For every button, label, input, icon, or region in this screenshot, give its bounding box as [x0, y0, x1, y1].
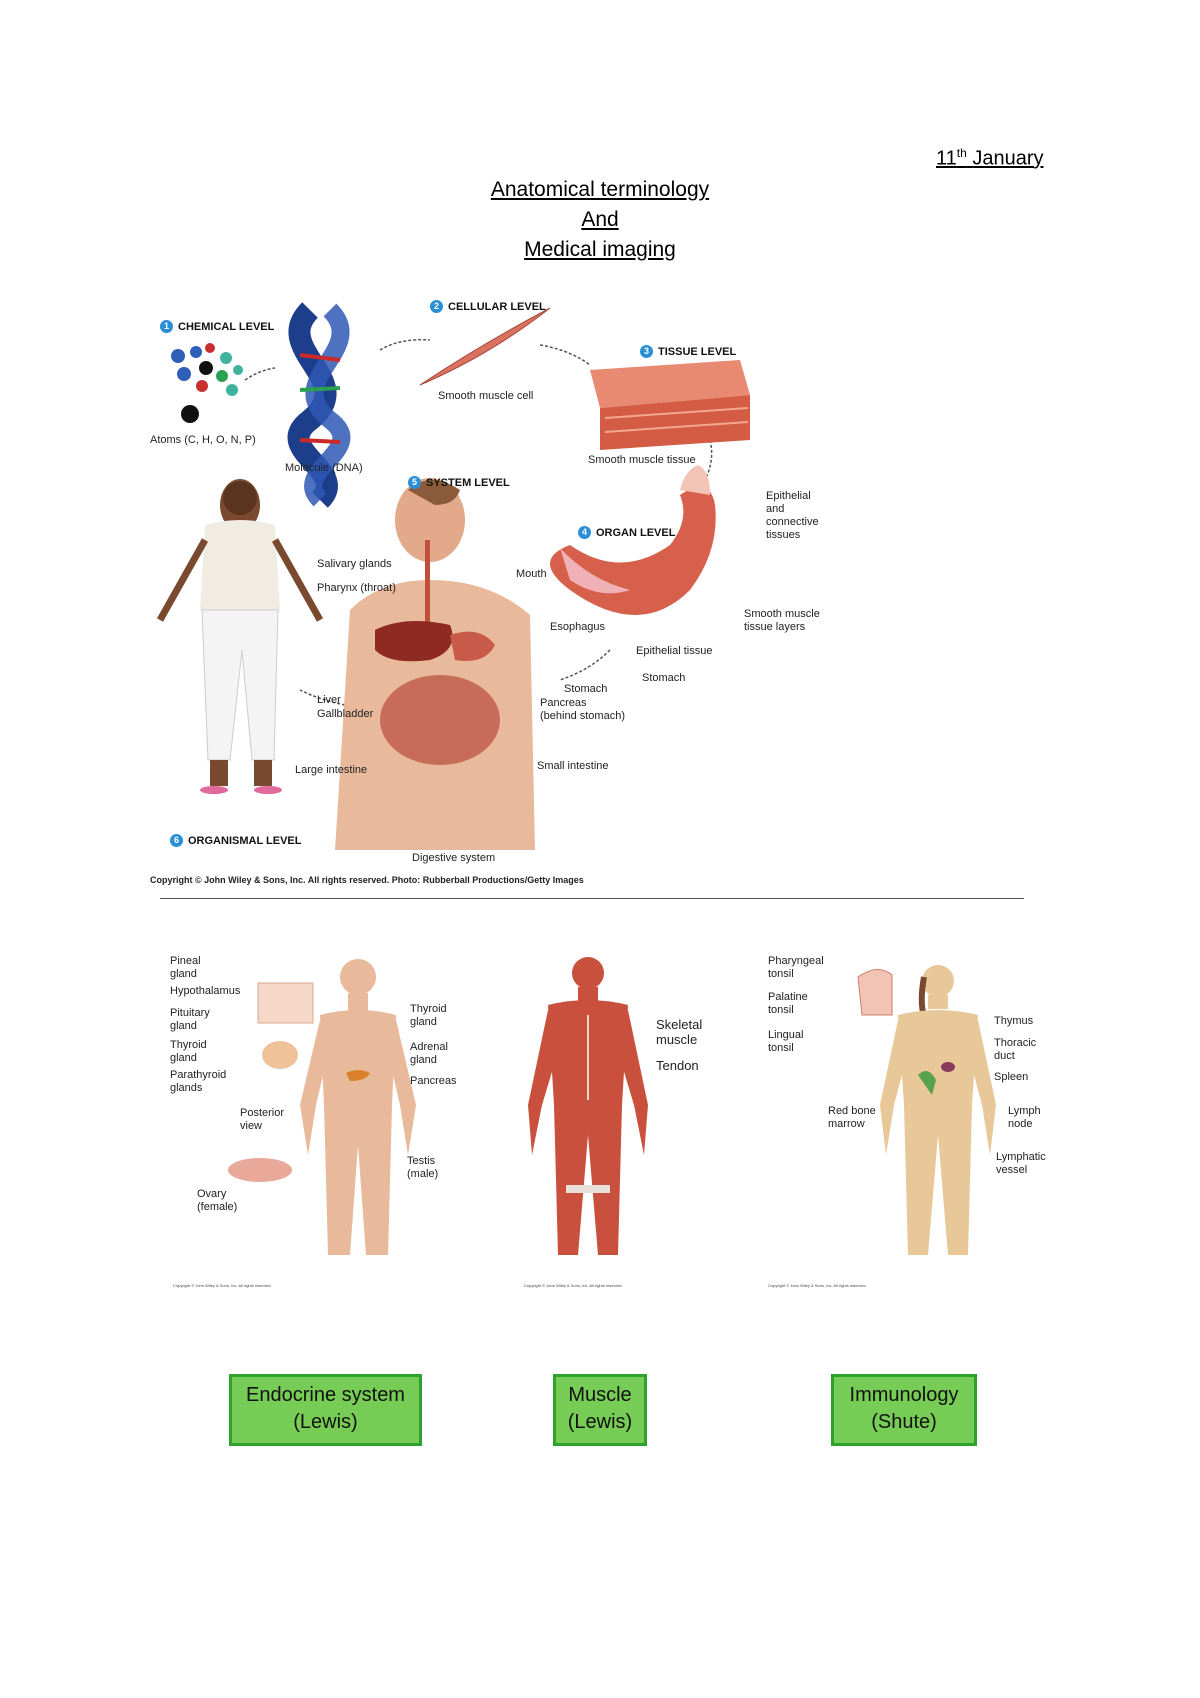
pharynx-label: Pharynx (throat) — [317, 582, 396, 594]
endocrine-button-line2: (Lewis) — [293, 1411, 358, 1433]
large-intestine-label: Large intestine — [295, 764, 368, 776]
section-divider — [160, 898, 1024, 899]
pancreas-label: Pancreas (behind stomach) — [540, 697, 625, 722]
page-title-line-2: And — [581, 208, 619, 231]
small-intestine-label: Small intestine — [537, 760, 609, 772]
date-day: 11 — [936, 147, 957, 170]
lymph-copyright: Copyright © John Wiley & Sons, Inc. All … — [768, 1283, 867, 1288]
epithelial-connective-label: Epithelial and connective tissues — [766, 490, 819, 541]
levels-copyright: Copyright © John Wiley & Sons, Inc. All … — [150, 875, 584, 885]
epithelial-tissue-label: Epithelial tissue — [636, 645, 713, 657]
gallbladder-label: Gallbladder — [317, 708, 374, 720]
endocrine-illustration — [228, 959, 416, 1255]
digestive-system-illustration — [335, 478, 535, 850]
muscle-copyright: Copyright © John Wiley & Sons, Inc. All … — [524, 1283, 623, 1288]
muscle-button-line2: (Lewis) — [567, 1411, 633, 1433]
organismal-girl-illustration — [156, 479, 324, 794]
liver-label: Liver — [317, 694, 341, 706]
thymus-label: Thymus — [994, 1015, 1034, 1027]
smooth-muscle-tissue-illustration — [590, 360, 750, 450]
smooth-muscle-tissue-label: Smooth muscle tissue — [588, 454, 696, 466]
page-title-line-3: Medical imaging — [524, 238, 676, 261]
levels-illustration — [156, 302, 750, 850]
stomach-organ-label: Stomach — [642, 672, 686, 684]
molecule-label: Molecule (DNA) — [285, 462, 363, 474]
endocrine-copyright: Copyright © John Wiley & Sons, Inc. All … — [173, 1283, 272, 1288]
esophagus-label: Esophagus — [550, 621, 606, 633]
atoms-illustration — [171, 343, 243, 423]
smooth-muscle-cell-label: Smooth muscle cell — [438, 390, 534, 402]
stomach-illustration — [550, 465, 716, 615]
salivary-glands-label: Salivary glands — [317, 558, 392, 570]
date-suffix: th — [956, 146, 967, 160]
smooth-muscle-layers-label: Smooth muscle tissue layers — [744, 608, 820, 633]
lymphatic-illustration — [857, 965, 996, 1255]
tendon-label: Tendon — [656, 1058, 699, 1073]
testis-label: Testis(male) — [407, 1155, 439, 1180]
stomach-label: Stomach — [564, 683, 608, 695]
muscle-button-line1: Muscle — [568, 1384, 632, 1406]
spleen-label: Spleen — [994, 1071, 1029, 1083]
digestive-system-label: Digestive system — [412, 852, 496, 864]
muscle-illustration — [528, 957, 648, 1255]
immunology-button-line1: Immunology — [849, 1384, 959, 1406]
immunology-button-line2: (Shute) — [871, 1411, 937, 1433]
ovary-label: Ovary(female) — [197, 1188, 238, 1213]
hypothalamus-label: Hypothalamus — [170, 985, 241, 997]
endocrine-system-button[interactable]: Endocrine system (Lewis) — [229, 1374, 422, 1446]
mouth-label: Mouth — [516, 568, 547, 580]
immunology-button[interactable]: Immunology (Shute) — [831, 1374, 977, 1446]
endocrine-button-line1: Endocrine system — [246, 1384, 405, 1406]
muscle-button[interactable]: Muscle (Lewis) — [553, 1374, 647, 1446]
date-heading: 11th January — [936, 146, 1044, 171]
dna-illustration — [287, 302, 351, 508]
date-month: January — [972, 147, 1044, 170]
page-title-line-1: Anatomical terminology — [490, 178, 710, 201]
atoms-label: Atoms (C, H, O, N, P) — [150, 434, 256, 446]
pancreas-endocrine-label: Pancreas — [410, 1075, 457, 1087]
smooth-muscle-cell-illustration — [419, 307, 551, 386]
